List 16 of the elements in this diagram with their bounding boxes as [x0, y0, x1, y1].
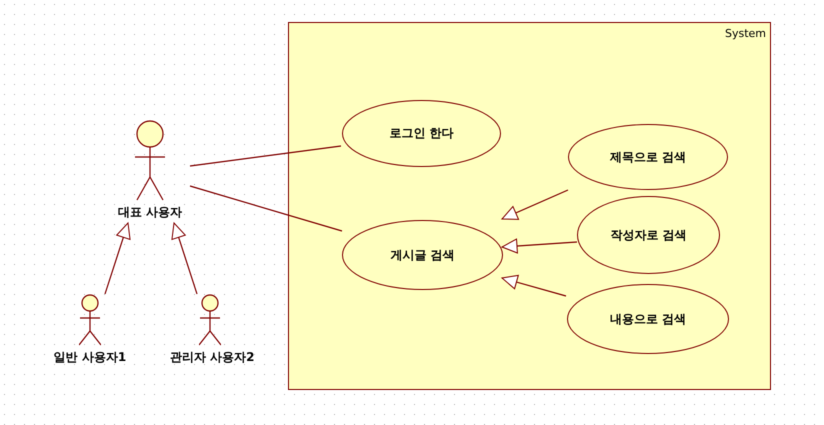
association-line	[190, 145, 342, 167]
generalization-arrow	[502, 238, 578, 254]
system-label: System	[724, 27, 766, 40]
actor-name: 대표 사용자	[116, 204, 184, 221]
use-case-label: 로그인 한다	[389, 125, 454, 142]
generalization-arrow	[104, 222, 131, 294]
generalization-arrow	[502, 189, 568, 220]
association-line	[190, 185, 342, 232]
system-boundary	[288, 22, 771, 390]
use-case-label: 내용으로 검색	[610, 310, 686, 328]
use-case-label: 게시글 검색	[390, 246, 455, 264]
use-case-label: 제목으로 검색	[610, 148, 686, 166]
use-case-label: 작성자로 검색	[610, 226, 687, 244]
generalization-arrow	[171, 222, 198, 294]
generalization-arrow	[502, 274, 566, 297]
actor-name: 일반 사용자1	[52, 349, 128, 366]
